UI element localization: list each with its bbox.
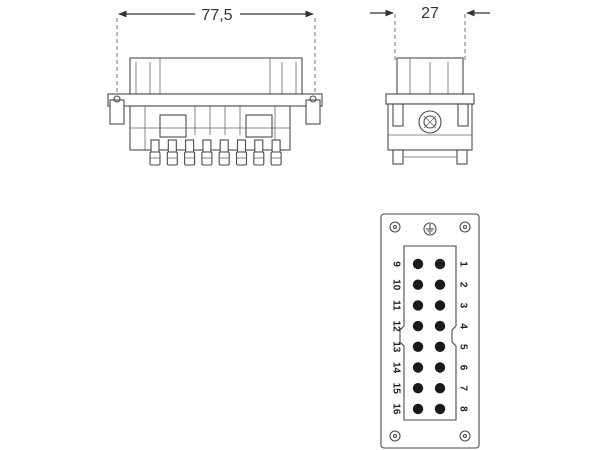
housing-top bbox=[129, 57, 303, 95]
contact-socket bbox=[412, 279, 424, 290]
side-view: 27 bbox=[370, 5, 490, 165]
pin-labels-left: 9 10 11 12 13 14 15 16 bbox=[391, 261, 402, 415]
contact-pin bbox=[253, 139, 265, 166]
contact-socket bbox=[434, 258, 446, 270]
pin-label: 3 bbox=[458, 303, 469, 309]
depth-dimension: 27 bbox=[370, 5, 490, 60]
pin-label: 13 bbox=[391, 341, 402, 353]
width-dimension: 77,5 bbox=[116, 7, 316, 95]
right-clip bbox=[305, 99, 321, 125]
pin-label: 15 bbox=[391, 383, 402, 395]
contact-socket bbox=[412, 258, 424, 270]
pin-label: 2 bbox=[458, 282, 469, 288]
contact-socket bbox=[412, 341, 424, 352]
contact-row bbox=[149, 139, 282, 166]
contact-grid bbox=[412, 258, 446, 415]
contact-socket bbox=[434, 362, 446, 373]
contact-socket bbox=[434, 300, 446, 311]
mounting-hole bbox=[389, 221, 401, 233]
contact-socket bbox=[412, 362, 424, 373]
contact-socket bbox=[412, 320, 424, 332]
mounting-hole bbox=[459, 221, 471, 233]
insert-outline bbox=[399, 245, 457, 421]
pin-label: 6 bbox=[458, 365, 469, 371]
depth-dimension-label: 27 bbox=[421, 5, 439, 22]
pin-label: 4 bbox=[458, 323, 469, 329]
contact-pin bbox=[184, 139, 196, 166]
contact-pin bbox=[218, 139, 230, 166]
pin-label: 14 bbox=[391, 362, 402, 374]
contact-pin bbox=[235, 139, 248, 166]
face-plate bbox=[380, 213, 480, 449]
pin-label: 16 bbox=[391, 403, 402, 415]
flange bbox=[107, 93, 323, 107]
pin-labels-right: 1 2 3 4 5 6 7 8 bbox=[458, 261, 469, 412]
width-dimension-label: 77,5 bbox=[201, 7, 232, 24]
contact-socket bbox=[434, 383, 446, 394]
pin-label: 8 bbox=[458, 406, 469, 412]
mounting-hole bbox=[389, 430, 401, 442]
protective-earth-icon bbox=[423, 222, 437, 236]
pin-label: 11 bbox=[391, 300, 402, 311]
pin-label: 1 bbox=[458, 261, 469, 267]
contact-pin bbox=[270, 139, 282, 166]
contact-socket bbox=[434, 279, 446, 290]
contact-socket bbox=[434, 341, 446, 352]
contact-socket bbox=[412, 300, 424, 311]
pin-label: 9 bbox=[391, 261, 402, 267]
pin-label: 7 bbox=[458, 385, 469, 391]
pin-label: 5 bbox=[458, 344, 469, 350]
side-flange bbox=[385, 93, 475, 105]
contact-pin bbox=[166, 139, 178, 166]
left-clip bbox=[109, 99, 125, 125]
contact-socket bbox=[412, 403, 424, 415]
mounting-hole bbox=[459, 430, 471, 442]
contact-pin bbox=[201, 139, 213, 166]
contact-pin bbox=[149, 139, 161, 166]
pin-label: 10 bbox=[391, 279, 402, 291]
contact-socket bbox=[434, 403, 446, 415]
side-screw bbox=[418, 110, 442, 134]
contact-socket bbox=[412, 383, 424, 394]
contact-socket bbox=[434, 320, 446, 332]
pin-label: 12 bbox=[391, 321, 402, 333]
front-view: 77,5 bbox=[107, 7, 323, 166]
